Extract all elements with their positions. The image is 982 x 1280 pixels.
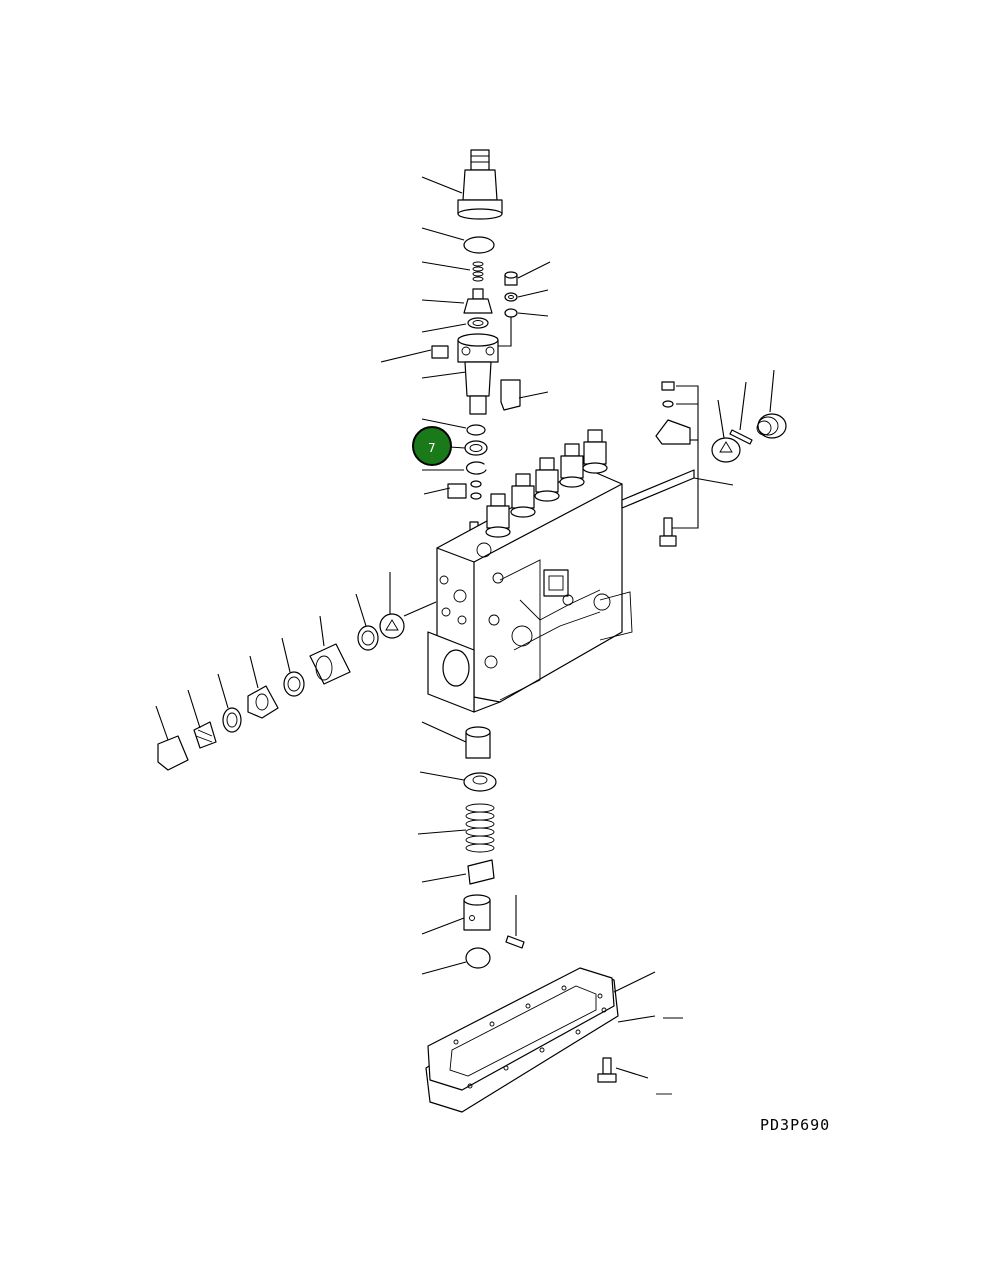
- callout-label: 7: [428, 441, 436, 455]
- plug-threaded-right: [756, 369, 787, 439]
- control-rack: [621, 469, 734, 509]
- nut-small: [504, 261, 551, 286]
- o-ring-1: [421, 227, 495, 254]
- pin-right: [729, 381, 753, 445]
- delivery-valve: [421, 288, 493, 314]
- cover-gasket: [425, 967, 683, 1113]
- callout-7[interactable]: 7: [412, 426, 452, 466]
- washer-left-1: [217, 673, 242, 733]
- roller: [421, 947, 491, 975]
- delivery-valve-holder: [421, 149, 503, 220]
- nut-left: [247, 655, 279, 719]
- adjusting-screw: [187, 689, 217, 749]
- valve-seat: [421, 317, 489, 333]
- left-exploded-parts: [155, 572, 437, 771]
- lower-stack: [417, 721, 525, 975]
- guide-sleeve: [421, 721, 491, 759]
- holder-3: [534, 457, 560, 502]
- lower-seat: [421, 859, 495, 885]
- washer-small-2: [498, 308, 549, 347]
- plunger-holders: [485, 429, 608, 538]
- holder-5: [582, 429, 608, 474]
- cap-nut-right: [711, 399, 741, 463]
- valve-spring: [421, 261, 484, 282]
- roller-pin: [505, 895, 525, 949]
- barrel-body: [421, 333, 499, 415]
- plunger-spring: [417, 803, 495, 853]
- cover-bolt: [597, 1057, 672, 1095]
- locking-plate: [500, 379, 549, 411]
- o-ring-2: [421, 418, 486, 436]
- adapter-left: [309, 615, 351, 685]
- cap-left: [155, 705, 189, 771]
- washer-left-3: [355, 593, 379, 651]
- washer-left-2: [281, 637, 305, 697]
- snap-ring: [422, 461, 487, 475]
- holder-1: [485, 493, 511, 538]
- spring-seat: [419, 771, 497, 792]
- plug-left: [379, 572, 437, 639]
- washer-small-1: [504, 289, 549, 302]
- drawing-code: PD3P690: [760, 1116, 830, 1134]
- clamp-small: [380, 345, 449, 363]
- holder-4: [559, 443, 585, 488]
- tappet: [421, 894, 491, 935]
- o-ring-3: [423, 480, 482, 500]
- bracket-hardware: [655, 381, 699, 547]
- pump-housing: [427, 467, 633, 713]
- callout-badge[interactable]: [412, 426, 452, 466]
- holder-2: [510, 473, 536, 518]
